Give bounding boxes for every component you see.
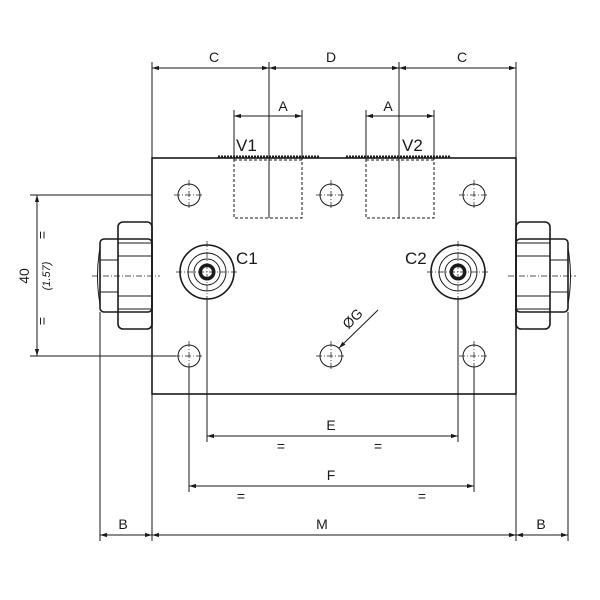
eq-e-left: =	[277, 438, 285, 454]
fixing-hole-top-left	[174, 180, 204, 210]
v2-port-hidden	[365, 159, 435, 219]
eq-f-right: =	[418, 488, 426, 504]
port-c1	[176, 241, 238, 303]
dim-c-left-label: C	[209, 49, 219, 65]
dim-m-label: M	[316, 516, 328, 532]
dim-e-label: E	[326, 417, 335, 433]
dim-157-label: (1.57)	[41, 261, 53, 290]
fixing-hole-top-right	[459, 180, 489, 210]
dim-d-label: D	[326, 49, 336, 65]
fitting-left	[92, 221, 160, 330]
eq-40-bottom: =	[34, 317, 50, 325]
eq-40-top: =	[34, 231, 50, 239]
eq-e-right: =	[374, 438, 382, 454]
fixing-hole-bottom-right	[459, 341, 489, 371]
port-c1-label: C1	[236, 249, 258, 268]
dim-f-label: F	[327, 467, 336, 483]
dim-g-label: ØG	[339, 305, 366, 332]
port-c2	[427, 241, 489, 303]
dim-40-label: 40	[16, 268, 32, 284]
v1-port-hidden	[233, 159, 303, 219]
fixing-hole-bottom-center	[316, 341, 346, 371]
dim-g-leader	[338, 309, 379, 349]
eq-f-left: =	[237, 488, 245, 504]
port-v1-label: V1	[236, 136, 257, 155]
fixing-hole-top-center	[316, 180, 346, 210]
fixing-hole-bottom-left	[174, 341, 204, 371]
dim-b-right-label: B	[536, 516, 545, 532]
fitting-right	[508, 221, 576, 330]
dim-a-right-label: A	[383, 98, 393, 114]
dim-a-left-label: A	[278, 98, 288, 114]
dim-b-left-label: B	[118, 516, 127, 532]
port-c2-label: C2	[405, 249, 427, 268]
dim-c-right-label: C	[457, 49, 467, 65]
port-v2-label: V2	[402, 136, 423, 155]
